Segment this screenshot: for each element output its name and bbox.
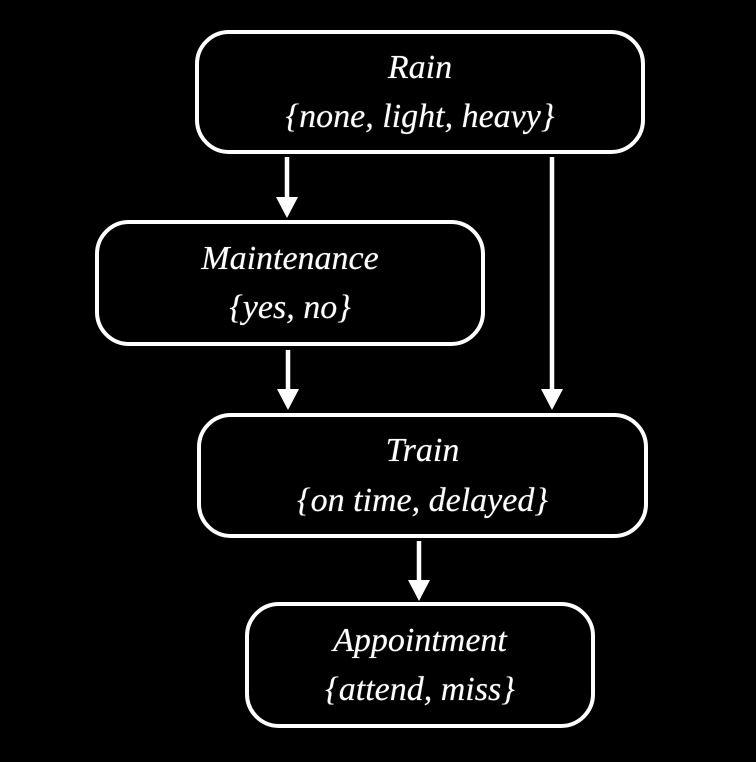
node-maintenance-label: Maintenance: [201, 239, 379, 277]
node-maintenance-domain: {yes, no}: [229, 289, 351, 326]
node-train-label: Train: [385, 432, 460, 470]
edge-rain-maintenance: [276, 157, 298, 218]
edge-train-appointment: [408, 541, 430, 601]
node-appointment-domain: {attend, miss}: [325, 671, 515, 708]
node-train-domain: {on time, delayed}: [297, 481, 548, 519]
node-train: Train {on time, delayed}: [197, 413, 648, 538]
node-rain-label: Rain: [387, 48, 453, 86]
node-rain-domain: {none, light, heavy}: [285, 98, 555, 135]
node-maintenance: Maintenance {yes, no}: [95, 220, 485, 346]
node-rain: Rain {none, light, heavy}: [195, 30, 645, 154]
edge-maintenance-train: [277, 350, 299, 410]
node-appointment-label: Appointment: [333, 621, 507, 659]
edge-rain-train: [541, 157, 563, 410]
node-appointment: Appointment {attend, miss}: [245, 602, 595, 728]
